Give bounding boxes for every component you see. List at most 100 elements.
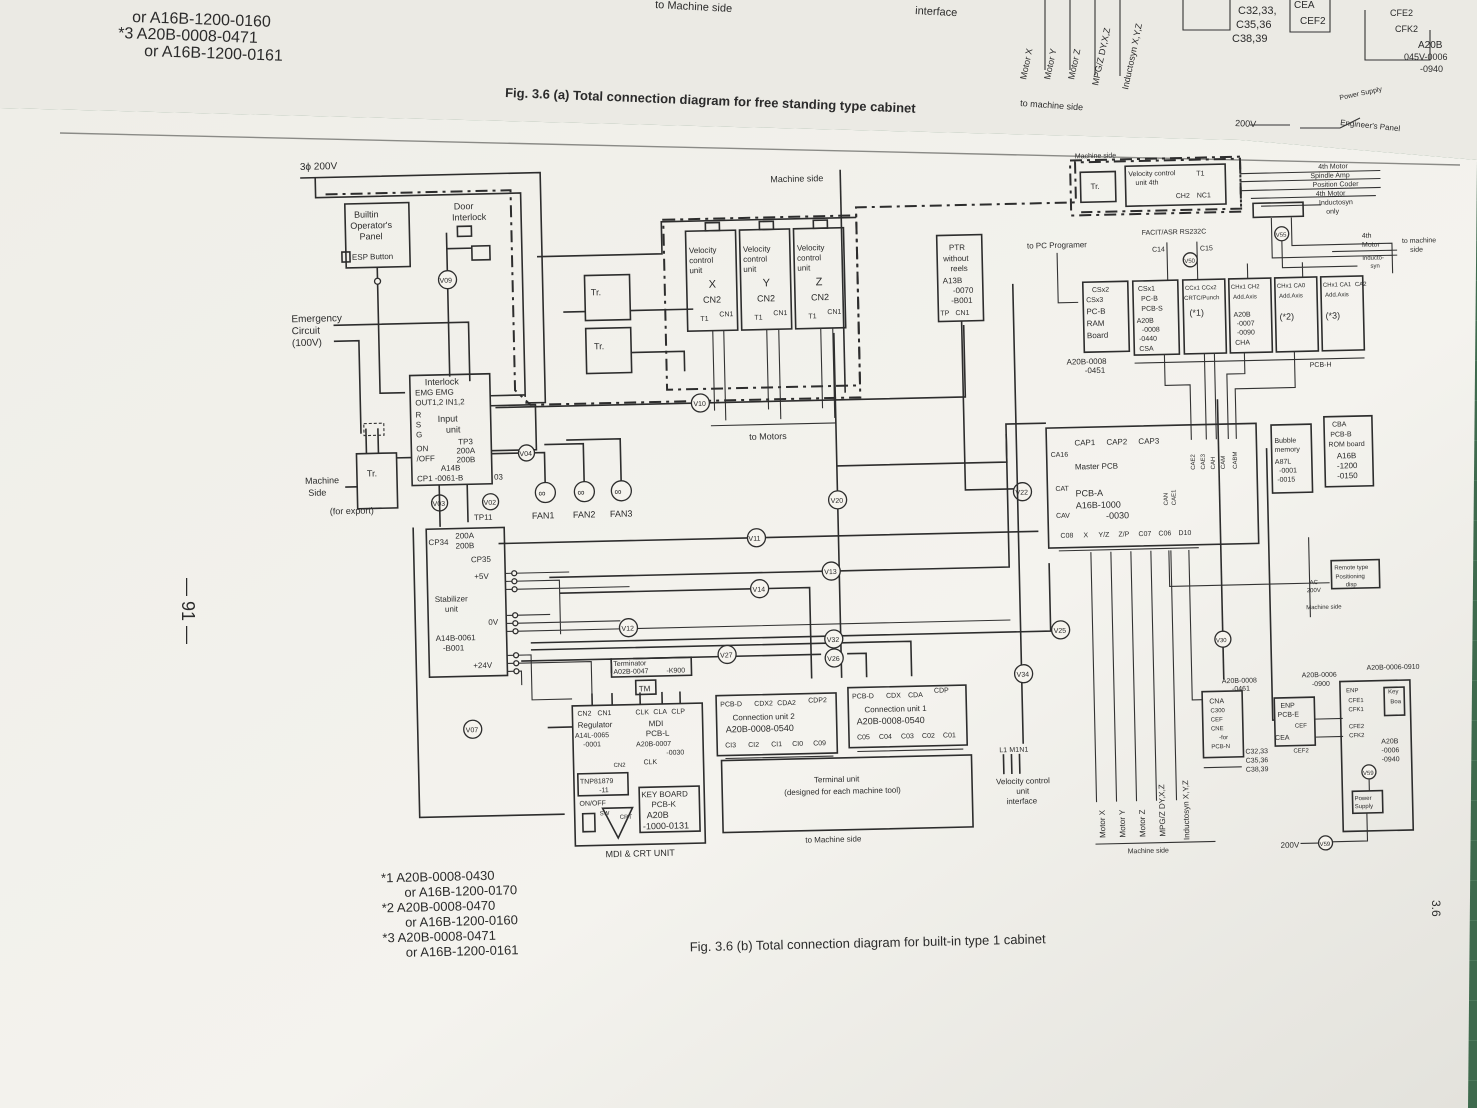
input-unit-text: S	[416, 420, 422, 429]
input-unit-text: Interlock	[425, 376, 460, 387]
enp-text: CEF2	[1293, 748, 1309, 754]
voltage-tag: V34	[1017, 672, 1030, 679]
velocity-interface-text: Velocity control	[996, 776, 1050, 786]
pcb-board-text: Add.Axis	[1233, 294, 1257, 301]
input-unit	[408, 372, 493, 487]
velocity-interface-text: N1	[1019, 747, 1028, 754]
footnote-line: or A16B-1200-0161	[406, 942, 519, 960]
conn2-text: CI0	[792, 741, 803, 748]
voltage-tag: V22	[1015, 490, 1028, 497]
machine-side-small: Machine side	[1306, 604, 1342, 611]
esp-button-label: ESP Button	[352, 252, 393, 262]
stabilizer-text: 0V	[488, 618, 499, 627]
stabilizer-text: 200A	[455, 531, 475, 540]
cna-text: C300	[1210, 708, 1225, 714]
motor-labels: Motor X Motor Y Motor Z MPG/Z DY,X,Z Ind…	[1098, 780, 1192, 840]
input-unit-text: 03	[494, 472, 504, 481]
master-pcb-text: CAP1	[1074, 438, 1096, 447]
top-connector: -0940	[1420, 64, 1443, 74]
emergency-circuit-label: Circuit	[292, 326, 321, 338]
builtin-panel-label: Builtin	[354, 209, 379, 220]
conn1-text: CDX	[886, 692, 901, 699]
fourth-list-item: 4th Motor	[1316, 190, 1346, 198]
pcb-board-text: RAM	[1087, 319, 1105, 328]
velocity-unit-text: Velocity	[689, 246, 717, 256]
master-side-label: CAE2	[1191, 453, 1197, 469]
pcb-board-text: CHA	[1235, 339, 1250, 346]
connection-diagram: 3ϕ 200V Machine side Builtin Operator's …	[291, 152, 1436, 960]
enp-text: -0900	[1312, 681, 1330, 688]
fans: ∞ ∞ ∞ FAN1 FAN2 FAN3 V04	[491, 437, 633, 521]
cna-text: CNA	[1209, 698, 1224, 705]
cna-text: A20B-0008	[1222, 677, 1257, 685]
a20b-0006-0910-label: A20B-0006-0910	[1367, 664, 1420, 672]
ptr-text: CN1	[955, 310, 969, 317]
pcb-board-text: (*1)	[1189, 308, 1204, 318]
footnote-line: or A16B-1200-0160	[405, 912, 518, 930]
remote-type-text: Remote type	[1334, 565, 1369, 572]
velocity-unit-text: unit	[743, 265, 757, 274]
top-connector: A20B	[1418, 40, 1443, 51]
ptr-text: PTR	[949, 243, 965, 252]
cna-text: C35,36	[1246, 757, 1269, 765]
pcb-board-text: PC-B	[1086, 307, 1105, 316]
enp-text: ENP	[1280, 703, 1295, 710]
master-pcb-text: A16B-1000	[1076, 499, 1121, 510]
velocity-unit-text: Velocity	[797, 243, 825, 253]
terminator-text: -K900	[666, 667, 685, 674]
conn1-text: CDA	[908, 692, 923, 699]
mdi-text: MDI	[649, 719, 664, 728]
stabilizer-text: 200B	[455, 541, 474, 550]
conn1-text: C02	[922, 733, 935, 740]
pcb-board-text: A20B	[1137, 318, 1155, 325]
master-pcb-text: C06	[1158, 530, 1171, 537]
voltage-tag: V32	[827, 637, 840, 644]
power-in-label: 3ϕ 200V	[300, 161, 338, 173]
cna-text: -0461	[1232, 686, 1250, 693]
pcb-board-text: CSx1	[1138, 286, 1155, 293]
engineer-panel-text: Key	[1388, 689, 1398, 695]
engineer-panel-text: Power	[1354, 796, 1371, 802]
velocity-unit-cn1: CN1	[719, 311, 733, 318]
voltage-tag: V12	[621, 626, 634, 633]
voltage-tag: V55	[1276, 233, 1287, 239]
master-pcb-text: C07	[1138, 531, 1151, 538]
input-unit-text: /OFF	[416, 454, 435, 463]
footnote-line: *3 A20B-0008-0471	[382, 928, 496, 946]
master-pcb	[1045, 422, 1260, 549]
voltage-tag: V26	[827, 656, 840, 663]
velocity-unit-text: control	[743, 254, 767, 264]
master-pcb-text: Z/P	[1118, 531, 1129, 538]
svg-text:∞: ∞	[614, 487, 621, 498]
input-unit-text: OUT1,2 IN1,2	[415, 397, 465, 407]
mdi-text: -11	[599, 787, 609, 794]
top-label-to-machine-side: to machine side	[1020, 98, 1084, 112]
c14-label: C14	[1152, 246, 1165, 253]
master-side-label: CAN	[1164, 493, 1170, 506]
rom-text: ROM board	[1328, 441, 1364, 449]
pcb-board-text: CSA	[1139, 346, 1154, 353]
mdi-text: CLK	[635, 709, 649, 716]
master-side-label: CAE3	[1201, 453, 1207, 469]
mdi-text: Regulator	[578, 720, 613, 730]
mdi-text: CLA	[653, 709, 667, 716]
machine-side-export-label: Machine	[305, 475, 339, 486]
engineer-panel-text: CFK2	[1349, 733, 1365, 739]
master-pcb-text: PCB-A	[1075, 488, 1103, 499]
bubble-text: -0001	[1279, 467, 1297, 474]
pcb-board-text: CHx1 CH2	[1231, 284, 1260, 291]
rom-text: CBA	[1332, 421, 1347, 428]
builtin-panel-label: Operator's	[350, 220, 392, 231]
pcb-board-text: PC-B	[1141, 296, 1158, 303]
fan-label: FAN2	[573, 509, 596, 520]
footnote-line: or A16B-1200-0170	[404, 882, 517, 900]
top-page: or A16B-1200-0160 *3 A20B-0008-0471 or A…	[0, 0, 1477, 160]
input-unit-text: TP3	[458, 437, 473, 446]
top-footnote-1: or A16B-1200-0160	[132, 9, 271, 31]
conn2-text: CI1	[771, 741, 782, 748]
master-pcb-text: CA16	[1051, 452, 1069, 459]
machine-side-bottom: Machine side	[1128, 847, 1169, 855]
top-connector: CFE2	[1390, 8, 1413, 18]
mdi-text: CLP	[671, 708, 685, 715]
